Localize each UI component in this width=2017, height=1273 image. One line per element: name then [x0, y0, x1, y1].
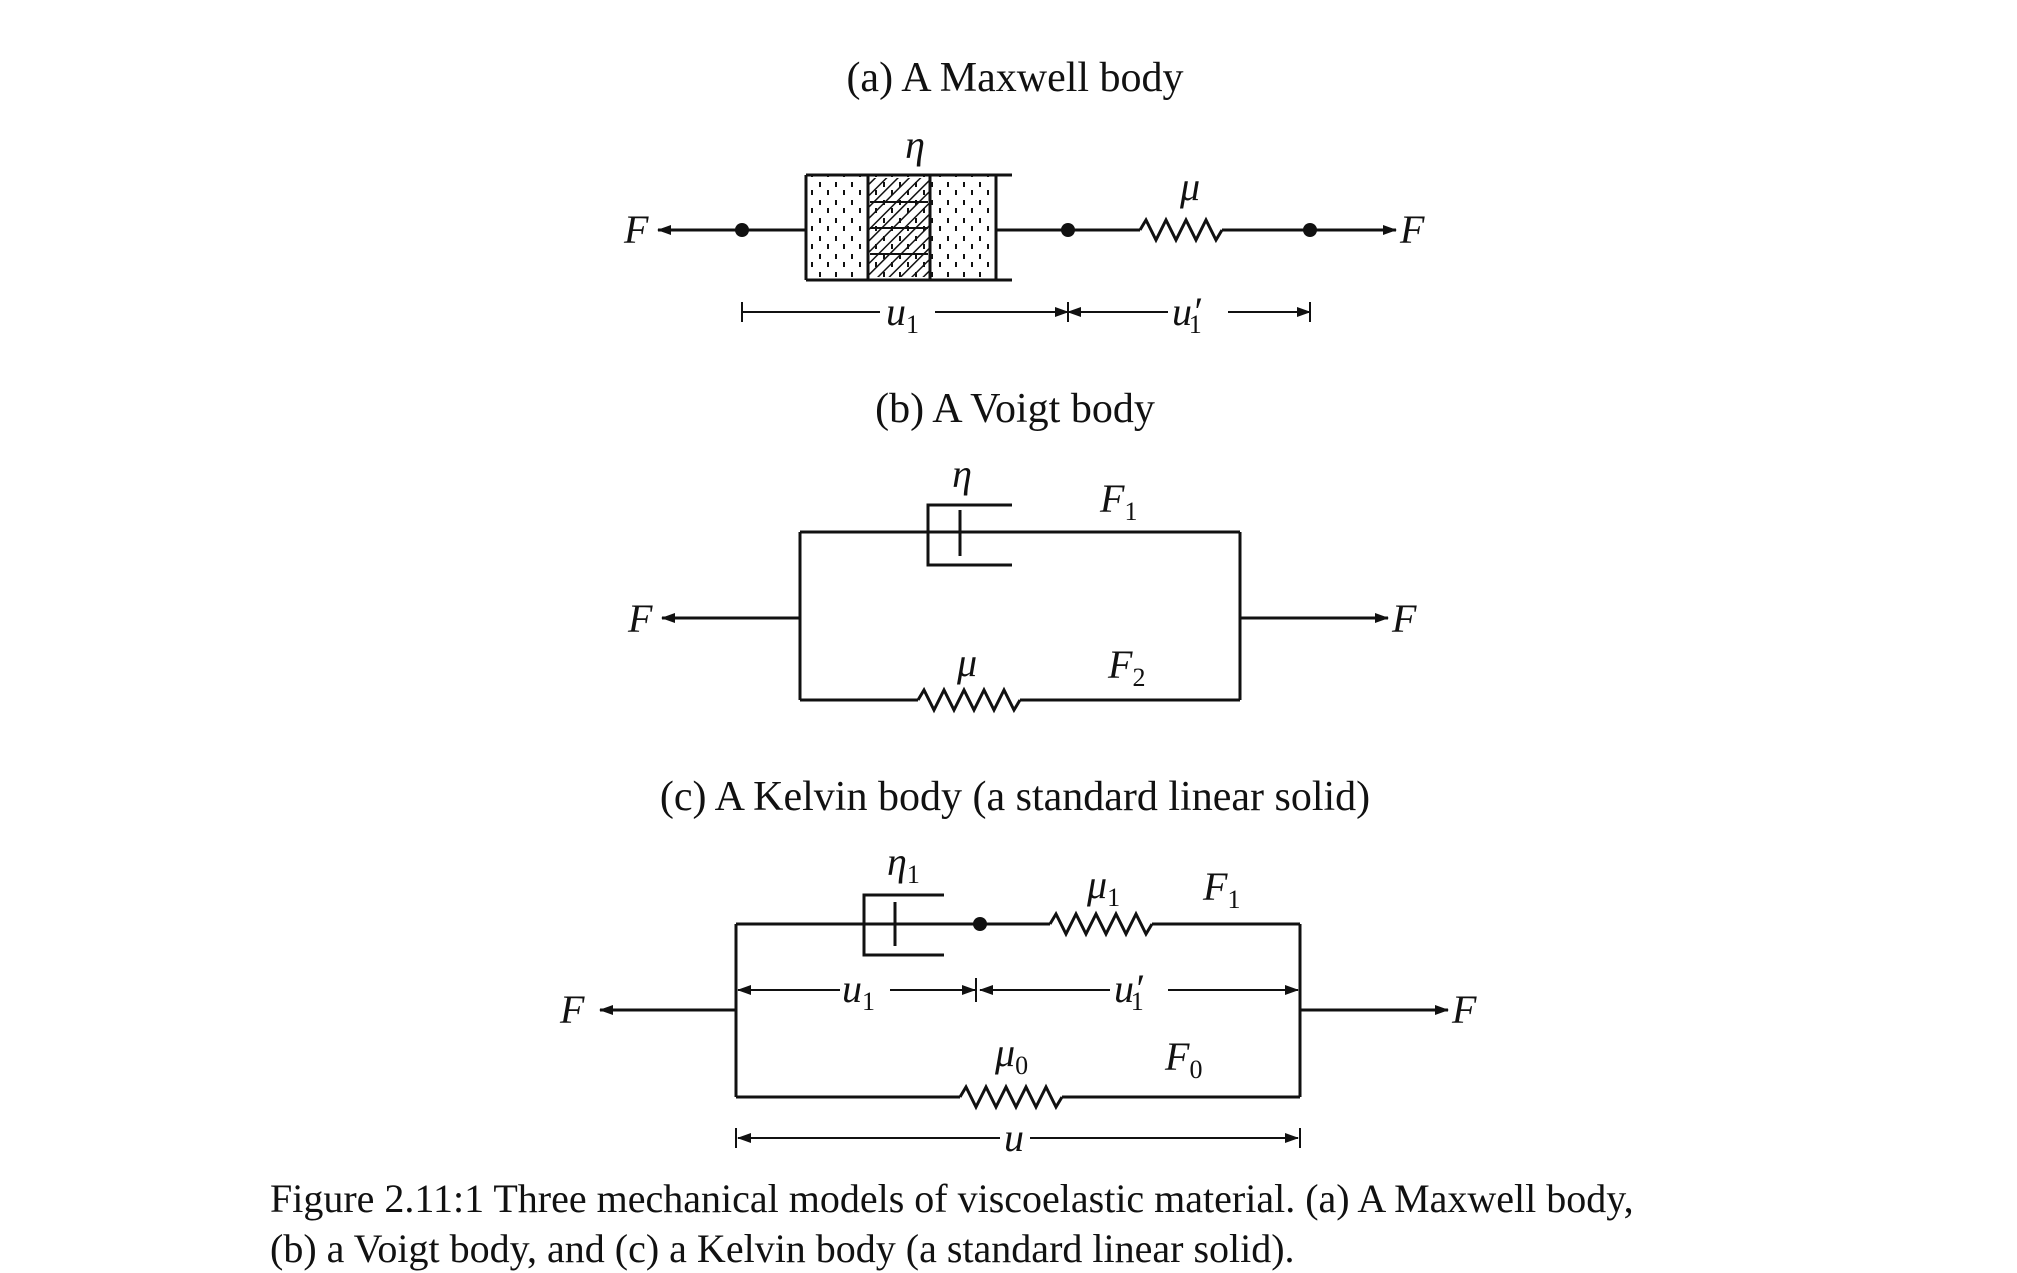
kelvin-mu0-label: μ0 — [994, 1030, 1028, 1080]
voigt-right-force-label: F — [1391, 596, 1417, 641]
caption-line-1: Figure 2.11:1 Three mechanical models of… — [270, 1176, 1634, 1221]
kelvin-eta1-label: η1 — [887, 839, 920, 889]
panel-b-title: (b) A Voigt body — [875, 386, 1155, 432]
panel-b-voigt: (b) A Voigt body η F1 F μ F2 F — [627, 386, 1417, 714]
kelvin-spring-mu1 — [1048, 910, 1154, 938]
kelvin-right-force-label: F — [1451, 987, 1477, 1032]
maxwell-u1-label: u1 — [886, 289, 919, 339]
voigt-f1-label: F1 — [1099, 476, 1137, 526]
maxwell-u1-prime-label: u′1 — [1172, 289, 1202, 339]
voigt-mu-label: μ — [956, 640, 977, 685]
maxwell-eta-label: η — [905, 122, 925, 167]
kelvin-u1-prime-label: u′1 — [1114, 966, 1144, 1016]
figure-caption: Figure 2.11:1 Three mechanical models of… — [270, 1176, 1634, 1271]
panel-a-maxwell: (a) A Maxwell body η μ F F — [623, 55, 1425, 339]
maxwell-mu-label: μ — [1179, 164, 1200, 209]
maxwell-spring — [1138, 216, 1224, 244]
kelvin-spring-mu0 — [958, 1083, 1064, 1111]
voigt-left-force-label: F — [627, 596, 653, 641]
kelvin-f1-label: F1 — [1202, 864, 1240, 914]
maxwell-dashpot — [804, 173, 1012, 282]
caption-line-2: (b) a Voigt body, and (c) a Kelvin body … — [270, 1226, 1295, 1271]
kelvin-f0-label: F0 — [1164, 1034, 1202, 1084]
kelvin-u-label: u — [1004, 1115, 1024, 1160]
panel-c-title: (c) A Kelvin body (a standard linear sol… — [660, 774, 1370, 820]
kelvin-left-force-label: F — [559, 987, 585, 1032]
maxwell-left-force-label: F — [623, 207, 649, 252]
voigt-dashpot — [926, 503, 1012, 567]
voigt-spring — [916, 686, 1022, 714]
kelvin-mu1-label: μ1 — [1086, 862, 1120, 912]
kelvin-u1-label: u1 — [842, 966, 875, 1016]
panel-c-kelvin: (c) A Kelvin body (a standard linear sol… — [559, 774, 1477, 1160]
voigt-f2-label: F2 — [1107, 642, 1145, 692]
panel-a-title: (a) A Maxwell body — [846, 55, 1183, 101]
maxwell-right-force-label: F — [1399, 207, 1425, 252]
voigt-eta-label: η — [952, 451, 972, 496]
